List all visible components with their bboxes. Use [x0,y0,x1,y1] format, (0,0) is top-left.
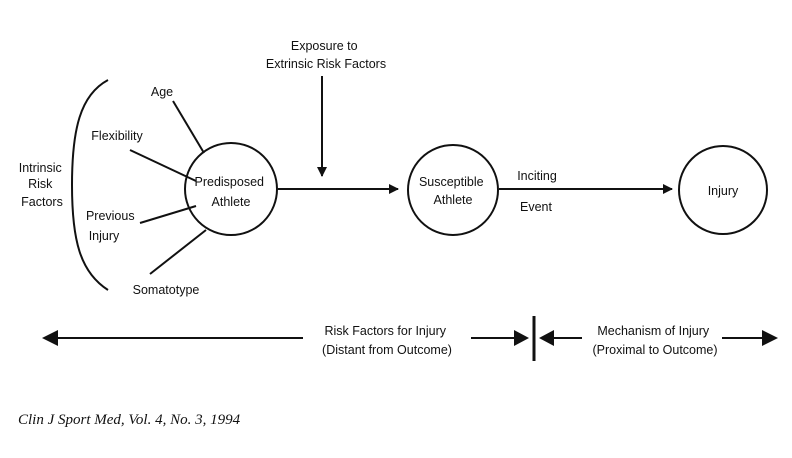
susceptible-athlete-label: Susceptible Athlete [419,175,487,207]
mechanism-timeline-label: Mechanism of Injury (Proximal to Outcome… [592,324,717,357]
risk-factors-timeline-label: Risk Factors for Injury (Distant from Ou… [322,324,452,357]
citation: Clin J Sport Med, Vol. 4, No. 3, 1994 [18,412,241,428]
previous-injury-line [139,205,197,224]
intrinsic-brace [70,79,109,291]
inciting-label: Inciting [517,169,557,183]
factor-flexibility: Flexibility [91,129,143,143]
susceptible-athlete-node [407,144,499,236]
exposure-label: Exposure to Extrinsic Risk Factors [266,39,386,71]
predisposed-athlete-node [184,142,278,236]
factor-somatotype: Somatotype [133,283,200,297]
flexibility-line [129,149,197,182]
timeline-center-left-arrowhead [539,330,554,346]
age-line [172,100,205,154]
factor-previous-injury: Previous Injury [86,209,138,243]
event-label: Event [520,200,552,214]
intrinsic-label: Intrinsic Risk Factors [19,161,66,209]
timeline-right-arrowhead [762,330,778,346]
somatotype-line [149,229,207,275]
injury-node [678,145,768,235]
timeline-center-right-arrowhead [514,330,529,346]
injury-label: Injury [708,184,739,198]
factor-age: Age [151,85,173,99]
predisposed-athlete-label: Predisposed Athlete [195,175,268,209]
timeline-left-arrowhead [42,330,58,346]
